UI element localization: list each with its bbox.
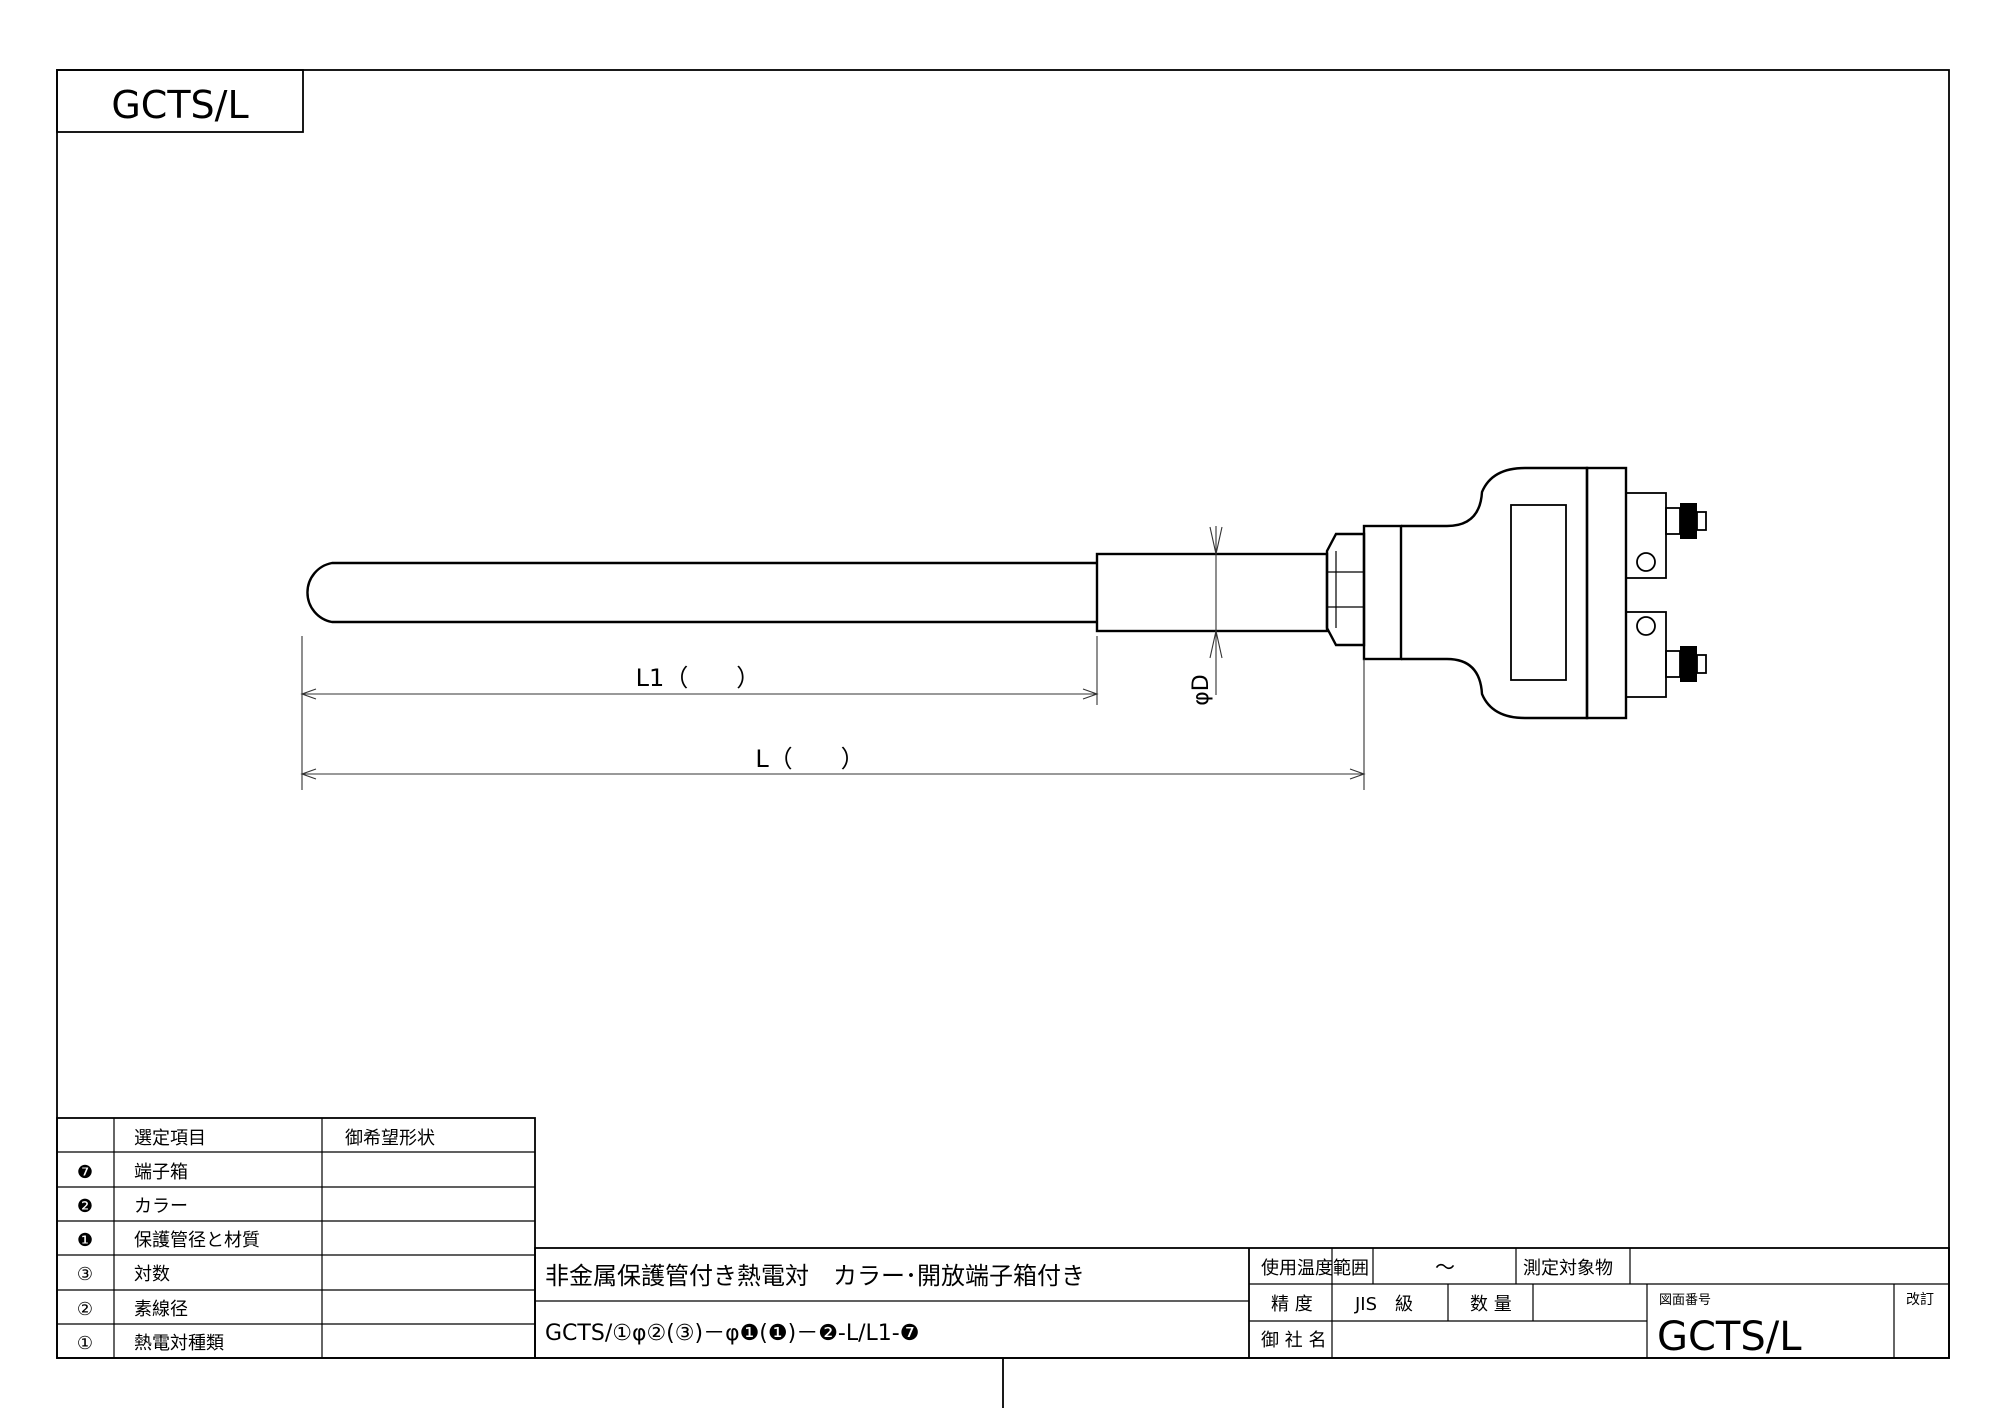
row-num-terminal-box: ❼ (77, 1162, 93, 1183)
drawing-number-label: 図面番号 (1659, 1293, 1711, 1308)
table-header-item: 選定項目 (134, 1128, 206, 1149)
table-header-shape: 御希望形状 (345, 1128, 435, 1149)
row-item-collar: カラー (134, 1196, 188, 1217)
l-dimension-label: L（ ） (755, 745, 864, 773)
screw-hole-upper (1636, 552, 1656, 572)
drawing-frame (56, 69, 1950, 1359)
row-item-pairs: 対数 (134, 1264, 170, 1285)
nameplate (1510, 504, 1567, 681)
row-num-collar: ❷ (77, 1196, 93, 1217)
l1-dimension-label: L1（ ） (636, 664, 761, 692)
terminal-boss (1362, 524, 1403, 661)
terminal-block-lower (1625, 611, 1667, 698)
row-item-wire: 素線径 (134, 1299, 188, 1320)
accuracy-value: JIS 級 (1354, 1294, 1413, 1315)
row-num-type: ① (77, 1333, 93, 1354)
model-code: GCTS/①φ②(③)－φ❶(❶)－❷-L/L1-❼ (545, 1321, 919, 1346)
drawing-code-box (56, 69, 304, 133)
drawing-number: GCTS/L (1657, 1314, 1802, 1360)
terminal-block-upper (1625, 492, 1667, 579)
measured-object-label: 測定対象物 (1523, 1258, 1613, 1279)
temp-range-value: ～ (1435, 1255, 1455, 1279)
accuracy-label: 精 度 (1271, 1294, 1313, 1315)
protection-tube (306, 561, 1097, 624)
row-item-type: 熱電対種類 (134, 1333, 224, 1354)
product-name: 非金属保護管付き熱電対 カラー･開放端子箱付き (545, 1262, 1085, 1290)
terminal-box-cover (1585, 466, 1628, 720)
title-block (534, 1247, 1950, 1359)
row-num-wire: ② (77, 1299, 93, 1320)
temp-range-label: 使用温度範囲 (1261, 1258, 1369, 1279)
thermocouple-drawing (306, 466, 1707, 720)
terminal-screw-lower (1665, 646, 1707, 682)
dimension-lines (300, 526, 1366, 790)
collar (1095, 552, 1329, 633)
terminal-screw-upper (1665, 503, 1707, 539)
row-num-pairs: ③ (77, 1264, 93, 1285)
quantity-label: 数 量 (1470, 1294, 1512, 1315)
row-num-tube: ❶ (77, 1230, 93, 1251)
diameter-label: φD (1189, 674, 1214, 705)
row-item-terminal-box: 端子箱 (134, 1162, 188, 1183)
screw-hole-lower (1636, 616, 1656, 636)
hex-nut (1325, 532, 1366, 647)
row-item-tube: 保護管径と材質 (134, 1230, 260, 1251)
selection-table (56, 1117, 536, 1359)
revision-label: 改訂 (1906, 1292, 1934, 1308)
company-label: 御 社 名 (1261, 1330, 1326, 1351)
drawing-code-label: GCTS/L (111, 83, 248, 127)
